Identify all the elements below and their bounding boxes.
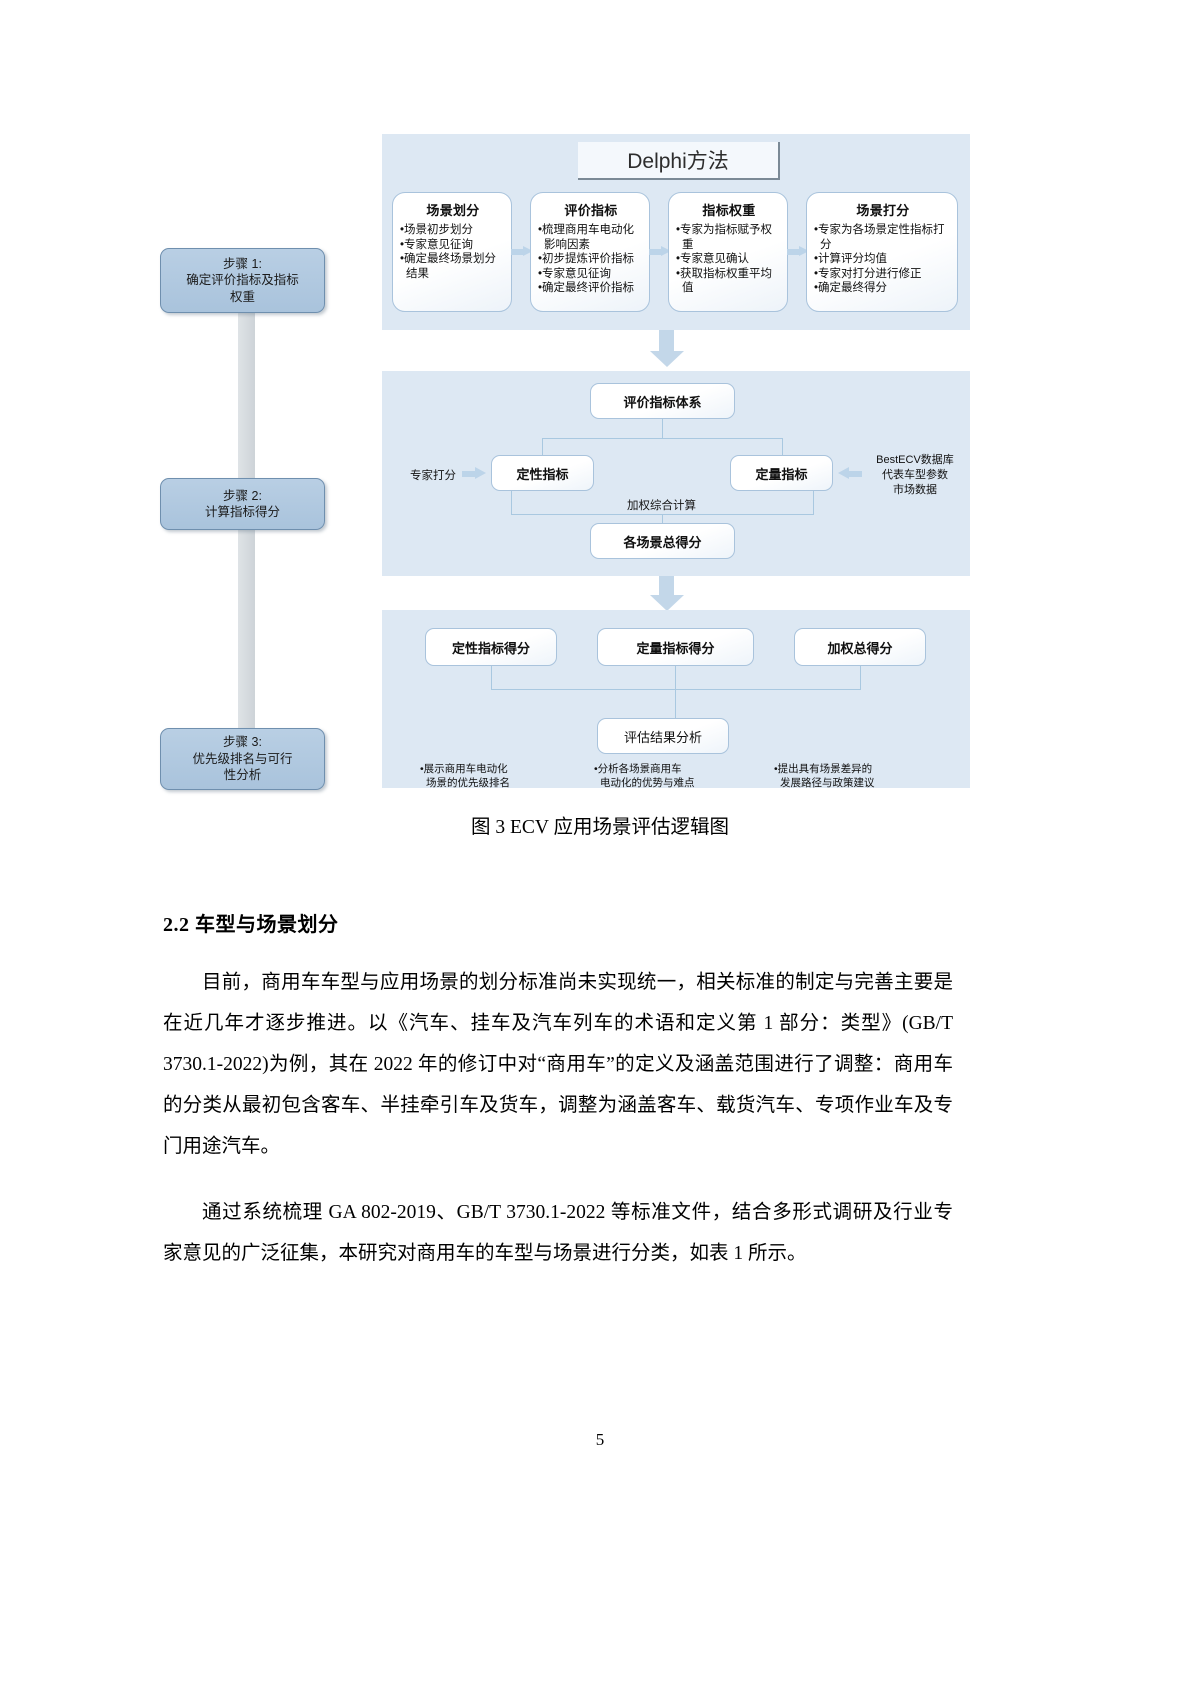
box-qualitative-score: 定性指标得分 [425,628,557,666]
delphi-title: Delphi方法 [578,142,780,180]
top-box-scenario-division: 场景划分 •场景初步划分 •专家意见征询 •确定最终场景划分结果 [392,192,512,312]
arrow-right-icon [649,246,671,257]
label-expert-scoring: 专家打分 [410,470,456,482]
step-box-3: 步骤 3:优先级排名与可行性分析 [160,728,325,790]
arrow-right-icon [511,246,533,257]
arrow-down-icon [649,576,684,611]
box-weighted-total-score: 加权总得分 [794,628,926,666]
top-box-list: •专家为各场景定性指标打分 •计算评分均值 •专家对打分进行修正 •确定最终得分 [814,223,952,296]
list-item: •确定最终场景划分结果 [400,253,497,280]
list-item: •确定最终得分 [814,282,888,294]
label-bestecv-database: BestECV数据库代表车型参数市场数据 [876,454,954,496]
box-quantitative-score: 定量指标得分 [597,628,754,666]
top-box-evaluation-index: 评价指标 •梳理商用车电动化影响因素 •初步提炼评价指标 •专家意见征询 •确定… [530,192,650,312]
top-box-title: 场景划分 [426,203,480,218]
box-scenario-total-score: 各场景总得分 [590,523,735,559]
note-policy-suggestions: •提出具有场景差异的发展路径与政策建议 [774,762,944,790]
list-item: •专家对打分进行修正 [814,267,922,280]
list-item: •专家为指标赋予权重 [676,224,773,251]
list-item: •计算评分均值 [814,253,888,265]
top-box-list: •梳理商用车电动化影响因素 •初步提炼评价指标 •专家意见征询 •确定最终评价指… [538,223,644,296]
connector [782,438,784,455]
list-item: •场景初步划分 [400,224,474,236]
top-box-title: 场景打分 [856,203,910,218]
panel-delphi: Delphi方法 场景划分 •场景初步划分 •专家意见征询 •确定最终场景划分结… [382,134,970,330]
page-number: 5 [595,1430,605,1449]
box-quantitative-index: 定量指标 [730,455,833,491]
top-box-scenario-scoring: 场景打分 •专家为各场景定性指标打分 •计算评分均值 •专家对打分进行修正 •确… [806,192,958,312]
figure-caption: 图 3 ECV 应用场景评估逻辑图 [470,817,730,838]
connector [675,666,677,718]
connector [662,419,664,439]
list-item: •专家意见确认 [676,253,750,265]
step-box-2: 步骤 2:计算指标得分 [160,478,325,530]
list-item: •初步提炼评价指标 [538,253,635,265]
note-text: •展示商用车电动化场景的优先级排名 [420,763,510,789]
box-evaluation-index-system: 评价指标体系 [590,383,735,419]
connector [662,514,664,524]
list-item: •确定最终评价指标 [538,282,635,294]
step-column: 步骤 1:确定评价指标及指标权重 步骤 2:计算指标得分 步骤 3:优先级排名与… [150,188,335,790]
label-weighted-calculation: 加权综合计算 [623,497,700,513]
connector [542,438,544,455]
arrow-left-icon [838,467,862,479]
box-qualitative-index: 定性指标 [491,455,594,491]
list-item: •专家为各场景定性指标打分 [814,224,945,251]
panel-results: 定性指标得分 定量指标得分 加权总得分 评估结果分析 •展示商用车电动化场景的优… [382,610,970,790]
panel-column: Delphi方法 场景划分 •场景初步划分 •专家意见征询 •确定最终场景划分结… [382,128,970,790]
panel-index-system: 评价指标体系 定性指标 定量指标 专家打分 BestECV数据库代表车型参数市场… [382,371,970,576]
connector [491,689,861,691]
box-result-analysis: 评估结果分析 [597,718,729,754]
top-box-index-weight: 指标权重 •专家为指标赋予权重 •专家意见确认 •获取指标权重平均值 [668,192,788,312]
figure-ecv-evaluation-logic: 步骤 1:确定评价指标及指标权重 步骤 2:计算指标得分 步骤 3:优先级排名与… [150,128,970,790]
top-box-list: •专家为指标赋予权重 •专家意见确认 •获取指标权重平均值 [676,223,782,296]
arrow-down-icon [649,330,684,367]
top-box-list: •场景初步划分 •专家意见征询 •确定最终场景划分结果 [400,223,506,281]
connector [860,666,862,690]
connector [542,438,783,440]
arrow-right-icon [787,246,809,257]
list-item: •获取指标权重平均值 [676,267,773,295]
note-priority-ranking: •展示商用车电动化场景的优先级排名 [420,762,580,790]
connector [511,491,513,515]
list-item: •专家意见征询 [400,238,474,251]
arrow-right-icon [462,467,486,479]
top-box-title: 指标权重 [702,203,756,218]
connector [813,491,815,515]
connector [491,666,493,690]
note-text: •提出具有场景差异的发展路径与政策建议 [774,763,875,789]
note-advantages-difficulties: •分析各场景商用车电动化的优势与难点 [594,762,759,790]
paragraph-2: 通过系统梳理 GA 802-2019、GB/T 3730.1-2022 等标准文… [163,1202,953,1264]
top-box-title: 评价指标 [564,203,618,218]
list-item: •梳理商用车电动化影响因素 [538,224,635,251]
paragraph-1: 目前，商用车车型与应用场景的划分标准尚未实现统一，相关标准的制定与完善主要是在近… [163,972,953,1157]
section-heading: 2.2 车型与场景划分 [163,914,339,936]
note-text: •分析各场景商用车电动化的优势与难点 [594,763,695,789]
step-box-1: 步骤 1:确定评价指标及指标权重 [160,248,325,313]
list-item: •专家意见征询 [538,267,612,280]
